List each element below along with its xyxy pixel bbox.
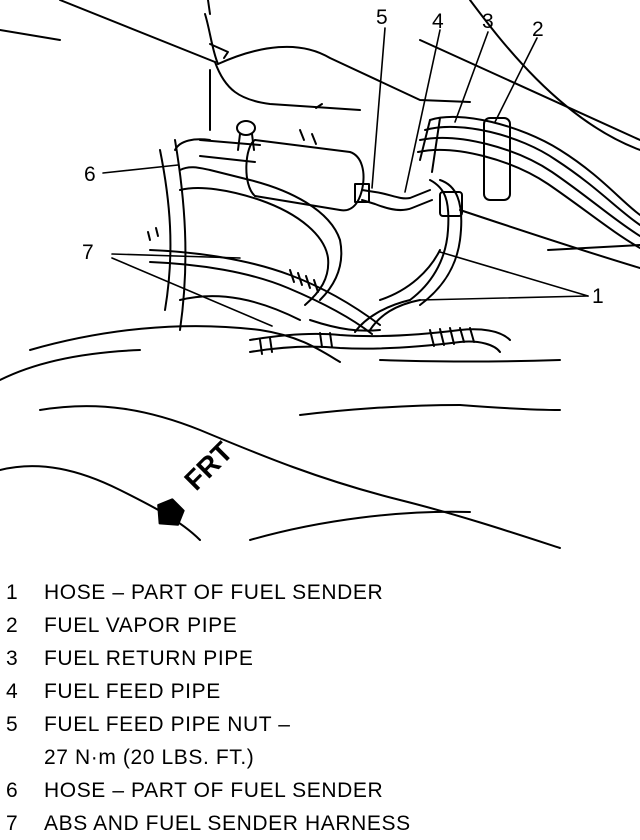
legend-number: 4 [6, 680, 19, 703]
pipe-bundle [409, 115, 640, 306]
legend-number: 6 [6, 779, 19, 802]
callout-4: 4 [432, 10, 444, 33]
front-direction-label: FRT [178, 436, 238, 496]
callout-6: 6 [84, 163, 96, 186]
fuel-filter [199, 120, 365, 212]
legend-text: HOSE – PART OF FUEL SENDER [44, 779, 384, 802]
fuel-tank [0, 295, 561, 549]
fuel-system-illustration: 1 2 3 4 5 6 7 FRT [0, 0, 640, 549]
front-arrow-icon [157, 498, 185, 526]
frame-rail [147, 139, 187, 331]
legend-text: HOSE – PART OF FUEL SENDER [44, 581, 384, 604]
legend-number: 3 [6, 647, 19, 670]
callout-2: 2 [532, 18, 544, 41]
hose-fuel-sender-upper [174, 138, 343, 306]
hose-fuel-sender-lower [354, 249, 441, 333]
callout-leaders [102, 27, 589, 327]
fuel-feed-pipe [354, 183, 433, 212]
callout-3: 3 [482, 10, 494, 33]
callout-1: 1 [592, 285, 604, 308]
callout-5: 5 [376, 6, 388, 29]
legend-number: 1 [6, 581, 19, 604]
body-panel [0, 0, 640, 269]
legend-number: 7 [6, 812, 19, 835]
callout-7: 7 [82, 241, 94, 264]
legend-text: FUEL FEED PIPE [44, 680, 221, 703]
abs-fuel-sender-harness [149, 249, 511, 355]
legend-text: FUEL FEED PIPE NUT – [44, 713, 291, 736]
legend-text: FUEL RETURN PIPE [44, 647, 254, 670]
legend-text: FUEL VAPOR PIPE [44, 614, 238, 637]
legend-text: 27 N·m (20 LBS. FT.) [44, 746, 255, 769]
legend-text: ABS AND FUEL SENDER HARNESS [44, 812, 411, 835]
legend-number: 5 [6, 713, 19, 736]
legend-number: 2 [6, 614, 19, 637]
